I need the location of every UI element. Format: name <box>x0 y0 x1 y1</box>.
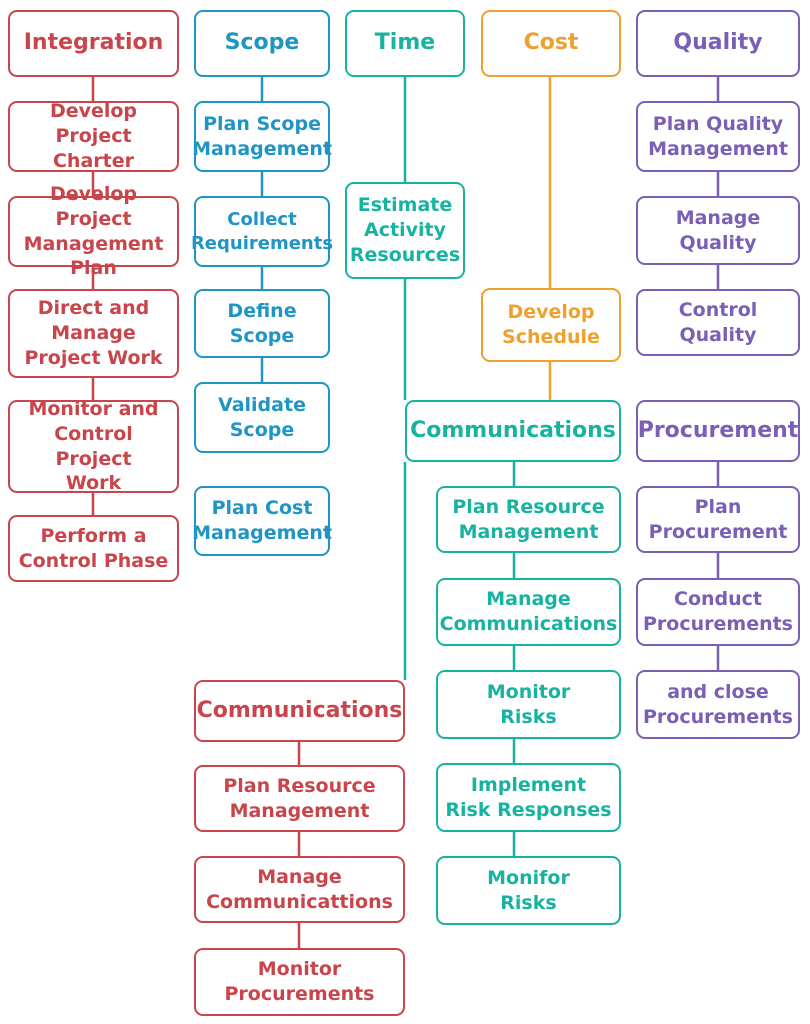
monitor-and-control-project-work: Monitor and Control Project Work <box>8 398 179 494</box>
communications-red-header: Communications <box>194 680 405 742</box>
control-quality: Control Quality <box>636 289 800 356</box>
plan-procurement: Plan Procurement <box>636 486 800 553</box>
integration-header: Integration <box>8 10 179 77</box>
comm-plan-resource-management: Plan Resource Management <box>436 486 621 553</box>
procurement-header: Procurement <box>636 400 800 462</box>
manage-quality: Manage Quality <box>636 196 800 265</box>
scope-header: Scope <box>194 10 330 77</box>
estimate-activity-resources: Estimate Activity Resources <box>345 182 465 279</box>
validate-scope: Validate Scope <box>194 382 330 453</box>
conduct-procurements: Conduct Procurements <box>636 578 800 646</box>
plan-cost-management: Plan Cost Management <box>192 486 332 556</box>
red-manage-communications: Manage Communicattions <box>194 856 405 923</box>
quality-header: Quality <box>636 10 800 77</box>
perform-a-control-phase: Perform a Control Phase <box>8 515 179 582</box>
comm-implement-risk-responses: Implement Risk Responses <box>436 763 621 832</box>
red-monitor-procurements: Monitor Procurements <box>194 948 405 1016</box>
comm-manage-communications: Manage Communications <box>436 578 621 646</box>
red-plan-resource-management: Plan Resource Management <box>194 765 405 832</box>
develop-project-management-plan: Develop Project Management Plan <box>8 183 179 279</box>
plan-scope-management: Plan Scope Management <box>192 101 332 172</box>
collect-requirements: Collect Requirements <box>191 196 333 267</box>
time-header: Time <box>345 10 465 77</box>
comm-monifor-risks: Monifor Risks <box>436 856 621 925</box>
develop-schedule: Develop Schedule <box>481 288 621 362</box>
communications-teal-header: Communications <box>405 400 621 462</box>
plan-quality-management: Plan Quality Management <box>636 101 800 172</box>
comm-monitor-risks: Monitor Risks <box>436 670 621 739</box>
and-close-procurements: and close Procurements <box>636 670 800 739</box>
cost-header: Cost <box>481 10 621 77</box>
develop-project-charter: Develop Project Charter <box>8 100 179 172</box>
define-scope: Define Scope <box>194 289 330 358</box>
direct-and-manage-project-work: Direct and Manage Project Work <box>8 289 179 378</box>
